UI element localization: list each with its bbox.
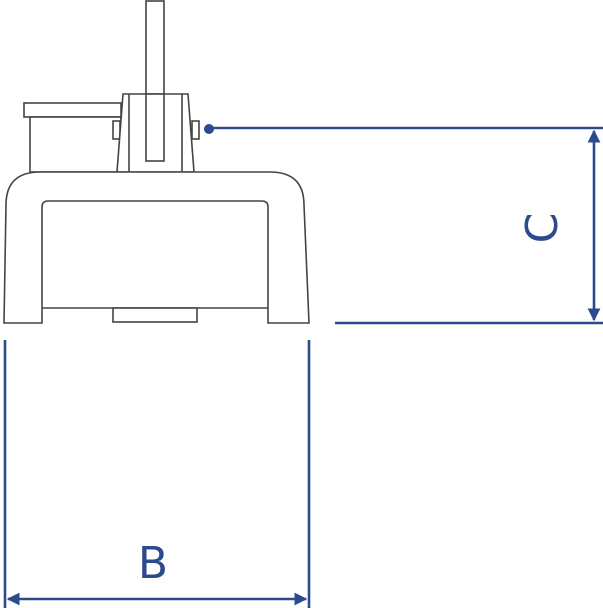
side-box [29,116,122,173]
dimension-c-label: C [517,213,568,244]
foot [112,307,198,323]
dimension-b: B [3,340,311,608]
base-frame [3,171,310,324]
tab-right [191,120,200,140]
device-outline [3,0,310,324]
lid [23,102,122,118]
dimension-c: C [204,124,603,325]
dimension-b-label: B [138,538,168,589]
